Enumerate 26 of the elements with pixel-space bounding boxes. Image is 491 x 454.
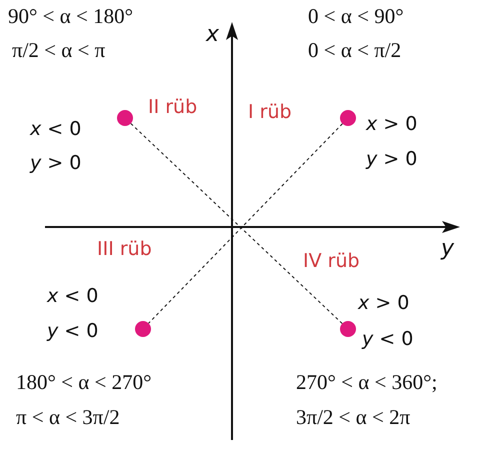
sign-condition: y > 0 bbox=[366, 148, 418, 170]
angle-range: 270° < α < 360°; bbox=[296, 370, 438, 395]
sign-condition: y > 0 bbox=[30, 152, 82, 174]
angle-range: 180° < α < 270° bbox=[16, 370, 152, 395]
point-dot bbox=[135, 321, 151, 337]
angle-range: 0 < α < 90° bbox=[308, 4, 404, 29]
angle-range: 90° < α < 180° bbox=[8, 4, 133, 29]
angle-range: 3π/2 < α < 2π bbox=[296, 405, 410, 430]
point-dot bbox=[117, 110, 133, 126]
sign-condition: y < 0 bbox=[362, 328, 414, 350]
sign-condition: x > 0 bbox=[358, 292, 410, 314]
quadrant-label: I rüb bbox=[248, 101, 292, 123]
angle-range: π < α < 3π/2 bbox=[16, 405, 120, 430]
quadrant-label: III rüb bbox=[97, 238, 152, 260]
axis-label: y bbox=[441, 236, 454, 261]
sign-condition: x < 0 bbox=[30, 118, 82, 140]
quadrant-label: IV rüb bbox=[303, 250, 360, 272]
point-dot bbox=[340, 110, 356, 126]
sign-condition: x > 0 bbox=[366, 113, 418, 135]
quadrant-label: II rüb bbox=[148, 96, 198, 118]
angle-range: 0 < α < π/2 bbox=[308, 38, 402, 63]
angle-range: π/2 < α < π bbox=[12, 38, 106, 63]
axis-label: x bbox=[206, 22, 220, 47]
sign-condition: y < 0 bbox=[47, 320, 98, 342]
point-dot bbox=[340, 321, 356, 337]
sign-condition: x < 0 bbox=[47, 285, 98, 307]
